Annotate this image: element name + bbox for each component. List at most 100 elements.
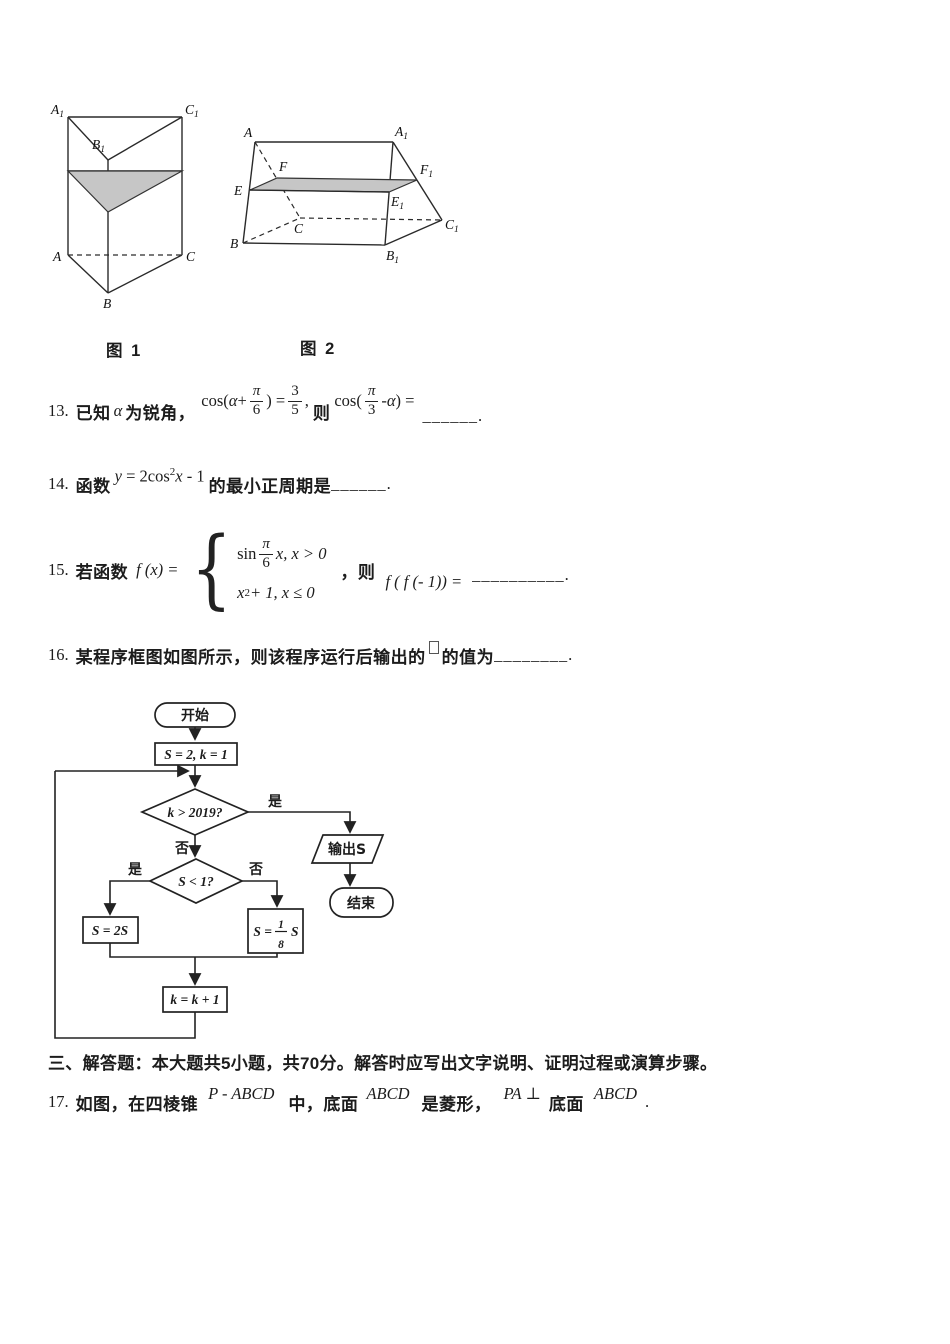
period: . [568,645,573,664]
math-run: α [386,391,396,410]
math-ffm1: f ( f (- 1)) = [385,572,463,591]
math-run: + 1, x ≤ 0 [249,583,315,603]
question-text: 的值为 [441,647,495,667]
math-run: cos( [201,391,229,410]
vertex-label-A1: A1 [50,102,64,120]
question-text: 函数 [75,476,111,496]
vertex-label-A1: A1 [394,124,408,142]
yes1-label: 是 [268,794,283,810]
answer-blank: ________ [494,645,569,664]
output-label: 输出S [328,841,366,858]
end-label: 结束 [347,895,376,912]
vertex-label-F1: F1 [419,162,433,180]
vertex-label-B: B [103,296,111,311]
math-superscript: 2 [244,587,250,600]
flowchart-double-node [82,916,139,944]
vertex-label-F: F [278,159,288,174]
start-label: 开始 [181,707,209,724]
question-text: ，则 [340,562,376,582]
answer-blank: __________ [472,565,565,584]
period: . [477,406,483,425]
eighth-numerator: 1 [278,919,284,931]
period: . [386,474,391,493]
vertex-label-B: B [230,236,238,251]
flowchart: 开始 S = 2, k = 1 k > 2019? 是 否 输出S 结束 S <… [54,702,394,1039]
prism-figure-2: A A1 F F1 E E1 C C1 B B1 [230,124,459,266]
flowchart-init-node [154,742,238,766]
piecewise-brace: { [191,519,233,620]
math-run: = 2cos [121,466,170,486]
question-text: 则 [312,403,331,423]
vertex-label-A: A [243,125,253,140]
period: . [645,1092,650,1111]
vertex-label-E: E [233,183,243,198]
math-run: - 1 [182,466,205,486]
prism-figure-1: A1 C1 B1 A C B [50,102,199,311]
math-pabcd: P - ABCD [208,1084,275,1103]
double-label: S = 2S [92,923,128,938]
question-number: 17. [48,1092,69,1111]
flowchart-decision-k [139,788,251,836]
question-number: 16. [48,645,69,664]
vertex-label-B1: B1 [92,137,105,155]
figure1-caption: 图 1 [106,342,143,360]
math-run: sin [237,544,257,563]
question-text: 的最小正周期是 [208,476,332,496]
math-run: x, x > 0 [275,544,327,563]
figure2-caption: 图 2 [300,340,337,358]
cond1-label: k > 2019? [168,805,223,820]
math-run: cos( [334,391,362,410]
math-run: y [114,466,122,486]
question-text: 某程序框图如图所示，则该程序运行后输出的 [75,647,426,667]
question-text: 底面 [548,1094,584,1114]
math-alpha: α [113,401,123,420]
question-text: 如图，在四棱锥 [75,1094,199,1114]
math-run: ) = [395,391,415,410]
section-heading-text: 三、解答题：本大题共5小题，共70分。解答时应写出文字说明、证明过程或演算步骤。 [48,1053,718,1073]
vertex-label-A: A [52,249,62,264]
section-3-heading: 三、解答题：本大题共5小题，共70分。解答时应写出文字说明、证明过程或演算步骤。 [48,1048,717,1074]
increment-label: k = k + 1 [170,992,219,1007]
vertex-label-C1: C1 [445,217,459,235]
question-16: 16. 某程序框图如图所示，则该程序运行后输出的 的值为 ________ . [48,640,572,670]
question-14: 14. 函数 y = 2cos2x - 1 的最小正周期是 ______ . [48,463,391,505]
flowchart-start-node [154,702,236,728]
flowchart-end-node [329,887,394,918]
question-text: 为锐角， [125,403,196,423]
no1-label: 否 [174,841,189,857]
eighth-suffix: S [291,924,299,939]
no2-label: 否 [248,862,263,878]
answer-blank: ______ [331,474,387,493]
eighth-prefix: S = [253,924,272,939]
math-pa-perp: PA ⊥ [503,1084,541,1103]
question-number: 15. [48,560,69,579]
math-run: + [237,391,247,410]
cond2-label: S < 1? [178,874,214,889]
placeholder-box [428,640,439,654]
vertex-label-E1: E1 [390,194,404,212]
question-text: 中，底面 [288,1094,359,1114]
period: . [564,565,569,584]
math-run: - [381,391,387,410]
question-text: 已知 [75,403,111,423]
math-abcd-1: ABCD [366,1084,410,1103]
math-run: x [175,466,183,486]
question-17: 17. 如图，在四棱锥 P - ABCD 中，底面 ABCD 是菱形， PA ⊥… [48,1080,649,1124]
question-number: 13. [48,401,69,420]
question-number: 14. [48,474,69,493]
math-run: α [228,391,238,410]
math-fx: f (x) = [136,560,179,579]
vertex-label-C1: C1 [185,102,199,120]
math-abcd-2: ABCD [593,1084,637,1103]
vertex-label-C: C [186,249,196,264]
init-label: S = 2, k = 1 [164,747,227,762]
